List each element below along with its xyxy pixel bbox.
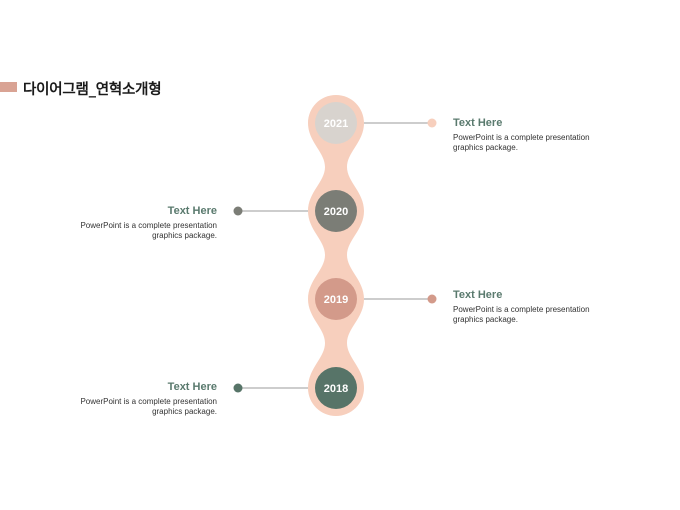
timeline-item-2020: Text Here PowerPoint is a complete prese… [17, 204, 217, 241]
page-title: 다이어그램_연혁소개형 [23, 82, 162, 98]
year-circle-2018 [315, 367, 357, 409]
item-description: PowerPoint is a complete presentation gr… [80, 221, 217, 240]
dot-2020 [233, 206, 243, 216]
item-heading: Text Here [453, 289, 503, 301]
title-accent-bar [0, 82, 17, 92]
dot-2021 [427, 118, 437, 128]
year-label-2020: 2020 [324, 206, 348, 218]
item-description: PowerPoint is a complete presentation gr… [453, 305, 590, 324]
year-label-2019: 2019 [324, 294, 348, 306]
year-circle-2019 [315, 278, 357, 320]
item-description: PowerPoint is a complete presentation gr… [80, 397, 217, 416]
item-heading: Text Here [167, 381, 217, 393]
item-description: PowerPoint is a complete presentation gr… [453, 133, 590, 152]
timeline-item-2021: Text Here PowerPoint is a complete prese… [453, 116, 653, 153]
dot-2019 [427, 294, 437, 304]
year-circle-2020 [315, 190, 357, 232]
year-circle-2021 [315, 102, 357, 144]
timeline-track [308, 95, 364, 416]
item-heading: Text Here [453, 117, 503, 129]
item-heading: Text Here [167, 205, 217, 217]
timeline-item-2018: Text Here PowerPoint is a complete prese… [17, 380, 217, 417]
year-label-2021: 2021 [324, 118, 348, 130]
timeline-item-2019: Text Here PowerPoint is a complete prese… [453, 288, 653, 325]
dot-2018 [233, 383, 243, 393]
year-label-2018: 2018 [324, 383, 348, 395]
